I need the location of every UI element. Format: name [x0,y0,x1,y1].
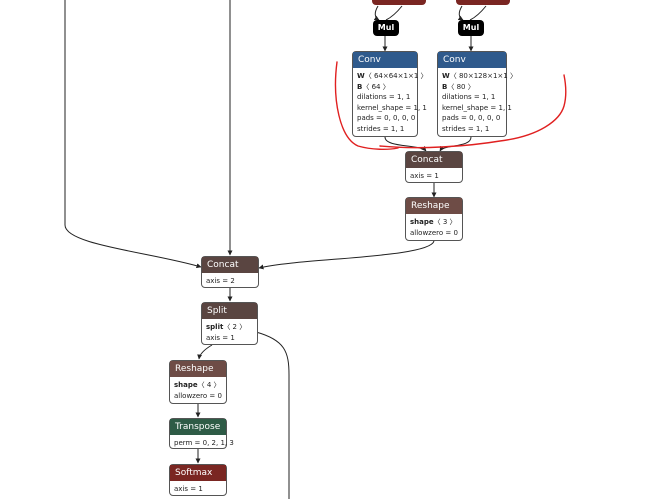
node-attribute-row: kernel_shape = 1, 1 [442,103,512,114]
node-softmax[interactable]: Softmax axis = 1 [169,464,227,496]
attribute-key: B [357,82,363,91]
node-attribute-row: pads = 0, 0, 0, 0 [442,113,502,124]
attribute-value: dilations = 1, 1 [357,93,411,101]
edge-split-reshape [197,344,213,360]
attribute-value: axis = 1 [174,485,203,493]
node-attribute-row: strides = 1, 1 [357,124,413,135]
node-title: Reshape [170,361,226,377]
node-attribute-row: allowzero = 0 [410,228,458,239]
node-attributes: axis = 1 [406,168,462,184]
attribute-value: perm = 0, 2, 1, 3 [174,439,234,447]
node-attribute-row: perm = 0, 2, 1, 3 [174,438,234,449]
attribute-value: axis = 2 [206,277,235,285]
red-annotation-curve [334,61,567,151]
attribute-key: split [206,323,224,331]
node-title: Reshape [406,198,462,214]
attribute-value: kernel_shape = 1, 1 [442,103,512,112]
node-attribute-row: dilations = 1, 1 [357,92,413,103]
attribute-value: 〈 4 〉 [197,381,221,389]
node-attribute-row: axis = 1 [410,171,458,182]
attribute-value: 〈 3 〉 [433,218,457,226]
node-attributes: perm = 0, 2, 1, 3 [170,435,234,451]
node-concat-top[interactable]: Concat axis = 1 [405,151,463,183]
node-attribute-row: shape〈 3 〉 [410,217,458,228]
attribute-value: axis = 1 [206,333,235,342]
node-title: Transpose [170,419,226,435]
node-mul-left[interactable]: Mul [373,20,399,36]
attribute-value: allowzero = 0 [410,228,458,237]
attribute-value: pads = 0, 0, 0, 0 [442,114,501,122]
node-title: Split [202,303,257,319]
attribute-value: pads = 0, 0, 0, 0 [357,114,416,122]
node-attributes: shape〈 4 〉allowzero = 0 [170,377,226,403]
attribute-value: 〈 2 〉 [223,323,247,331]
node-mul-right[interactable]: Mul [458,20,484,36]
node-concat-mid[interactable]: Concat axis = 2 [201,256,259,288]
node-attribute-row: dilations = 1, 1 [442,92,502,103]
edge-reshape-concat-mid [258,240,435,270]
edge-stub-to-mul-right-b [469,5,487,21]
attribute-value: axis = 1 [410,172,439,180]
attribute-value: strides = 1, 1 [357,124,405,133]
node-title: Conv [353,52,417,68]
attribute-value: 〈 80×128×1×1 〉 [449,72,517,80]
node-attribute-row: shape〈 4 〉 [174,380,222,391]
node-attributes: shape〈 3 〉allowzero = 0 [406,214,462,240]
node-attributes: split〈 2 〉axis = 1 [202,319,257,345]
node-attribute-row: B〈 64 〉 [357,82,413,93]
edge-left-long [64,0,202,269]
node-title: Concat [202,257,258,273]
node-title: Conv [438,52,506,68]
attribute-value: 〈 64 〉 [362,82,390,91]
node-attribute-row: split〈 2 〉 [206,322,253,333]
node-attribute-row: pads = 0, 0, 0, 0 [357,113,416,124]
edge-split-right [255,331,290,499]
attribute-value: 〈 64×64×1×1 〉 [364,72,428,80]
edge-conv-left-concat [384,136,427,152]
attribute-key: W [357,72,365,80]
attribute-value: strides = 1, 1 [442,124,490,133]
node-attribute-row: W〈 64×64×1×1 〉 [357,71,428,82]
node-attribute-row: axis = 1 [206,333,253,344]
node-title: Softmax [170,465,226,481]
attribute-key: shape [410,218,434,226]
node-attribute-row: axis = 2 [206,276,254,287]
node-attributes: axis = 2 [202,273,258,289]
edge-stub-to-mul-left-b [385,5,403,21]
node-attributes: axis = 1 [170,481,226,497]
attribute-key: W [442,72,450,80]
edge-stub-to-mul-right [457,5,464,21]
node-attribute-row: kernel_shape = 1, 1 [357,103,427,114]
edge-stub-to-mul-left [373,5,380,21]
node-attribute-row: strides = 1, 1 [442,124,502,135]
attribute-value: kernel_shape = 1, 1 [357,103,427,112]
node-stub-right[interactable] [456,0,510,5]
attribute-key: shape [174,381,198,389]
attribute-value: allowzero = 0 [174,391,222,400]
edge-conv-right-concat [439,136,472,152]
node-title: Concat [406,152,462,168]
node-attribute-row: axis = 1 [174,484,222,495]
node-attribute-row: W〈 80×128×1×1 〉 [442,71,517,82]
attribute-value: dilations = 1, 1 [442,93,496,101]
node-stub-left[interactable] [372,0,426,5]
attribute-key: B [442,82,448,91]
attribute-value: 〈 80 〉 [447,82,475,91]
node-attribute-row: B〈 80 〉 [442,82,502,93]
node-transpose[interactable]: Transpose perm = 0, 2, 1, 3 [169,418,234,451]
node-attribute-row: allowzero = 0 [174,391,222,402]
